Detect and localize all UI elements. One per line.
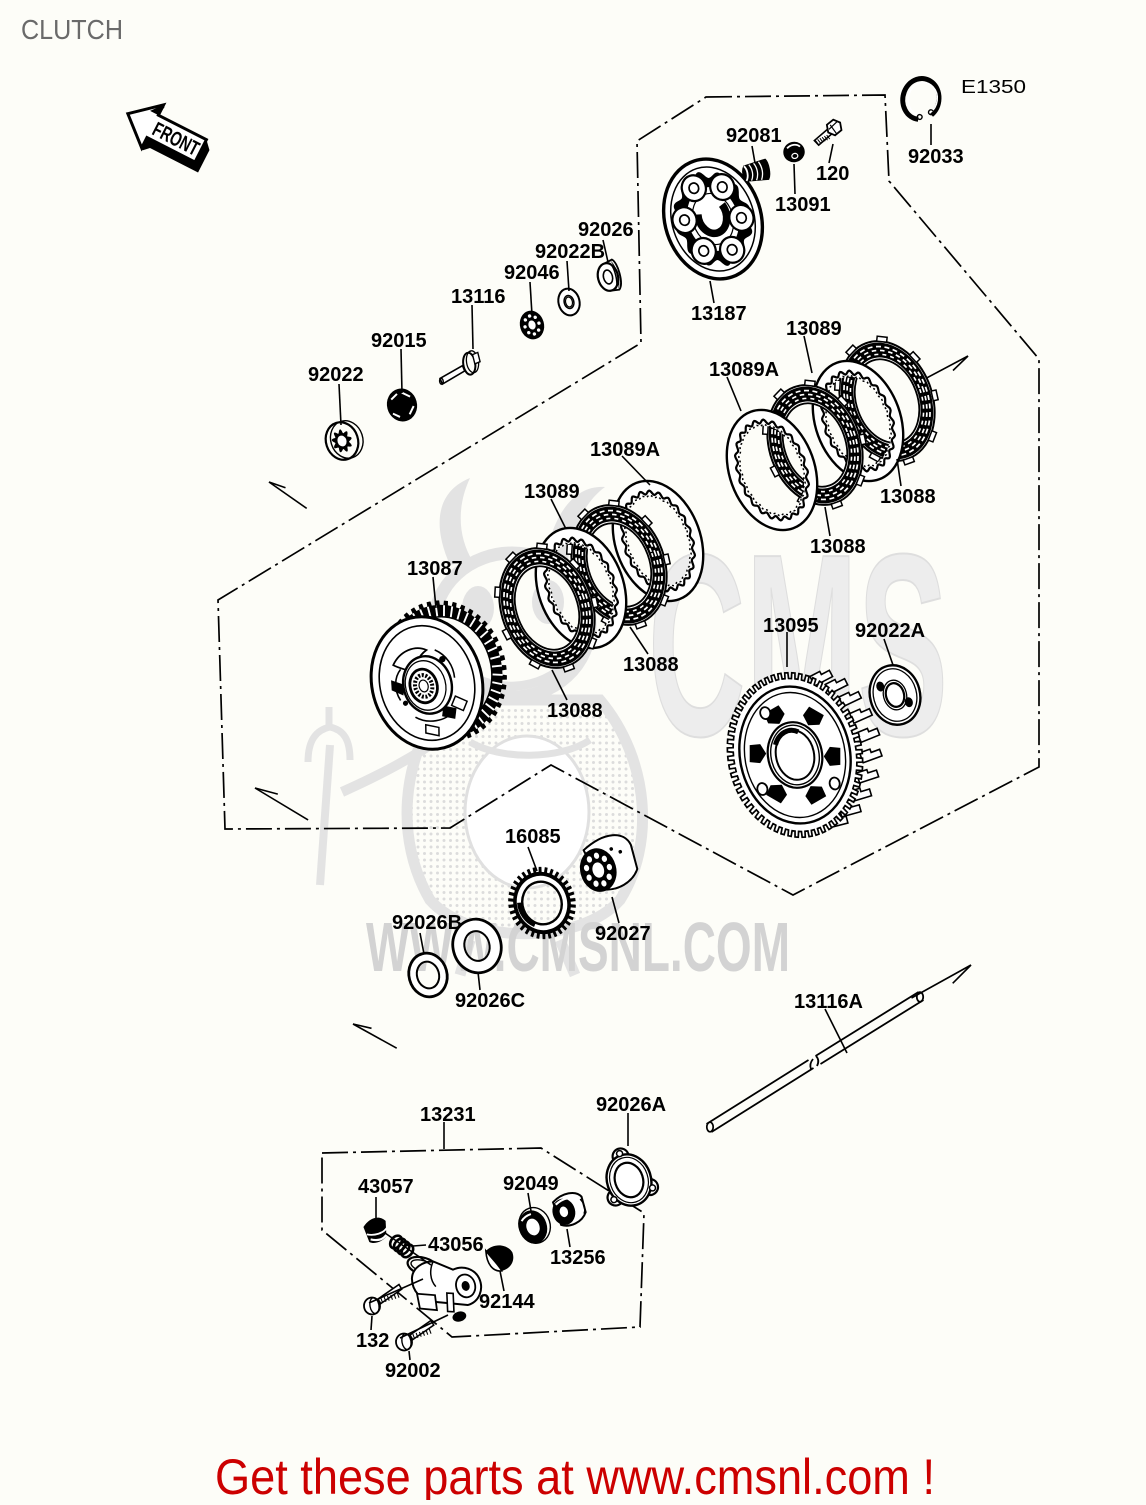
svg-text:13095: 13095	[763, 615, 819, 637]
svg-text:WWW.CMSNL.COM: WWW.CMSNL.COM	[366, 908, 790, 986]
svg-text:E1350: E1350	[961, 77, 1026, 97]
svg-text:92049: 92049	[503, 1173, 559, 1195]
svg-text:92046: 92046	[504, 262, 560, 284]
svg-text:92026B: 92026B	[392, 912, 462, 934]
svg-text:13089A: 13089A	[709, 359, 779, 381]
svg-text:92033: 92033	[908, 146, 964, 168]
svg-text:Get these parts at www.cmsnl.c: Get these parts at www.cmsnl.com !	[215, 1449, 935, 1500]
svg-text:13088: 13088	[880, 486, 936, 508]
svg-text:13231: 13231	[420, 1104, 476, 1126]
svg-text:13187: 13187	[691, 303, 747, 325]
svg-text:13087: 13087	[407, 558, 463, 580]
svg-text:92144: 92144	[479, 1291, 535, 1313]
svg-text:13089A: 13089A	[590, 439, 660, 461]
svg-text:92022A: 92022A	[855, 620, 925, 642]
svg-text:13089: 13089	[786, 318, 842, 340]
svg-text:13116A: 13116A	[794, 991, 863, 1013]
svg-text:92022B: 92022B	[535, 241, 605, 263]
svg-text:13088: 13088	[547, 700, 603, 722]
svg-text:13116: 13116	[451, 286, 506, 308]
svg-text:13256: 13256	[550, 1247, 606, 1269]
svg-text:13088: 13088	[623, 654, 679, 676]
svg-text:92022: 92022	[308, 364, 364, 386]
svg-text:92026: 92026	[578, 219, 634, 241]
svg-text:92026C: 92026C	[455, 990, 525, 1012]
svg-text:92015: 92015	[371, 330, 427, 352]
svg-text:132: 132	[356, 1330, 389, 1352]
svg-text:120: 120	[816, 163, 849, 185]
svg-text:43057: 43057	[358, 1176, 414, 1198]
svg-text:92026A: 92026A	[596, 1094, 666, 1116]
svg-text:92027: 92027	[595, 923, 651, 945]
svg-text:92081: 92081	[726, 125, 782, 147]
svg-text:16085: 16085	[505, 826, 561, 848]
svg-text:13088: 13088	[810, 536, 866, 558]
svg-text:13089: 13089	[524, 481, 580, 503]
svg-text:13091: 13091	[775, 194, 831, 216]
svg-text:CLUTCH: CLUTCH	[21, 14, 123, 45]
svg-text:43056: 43056	[428, 1234, 484, 1256]
svg-text:92002: 92002	[385, 1360, 441, 1382]
